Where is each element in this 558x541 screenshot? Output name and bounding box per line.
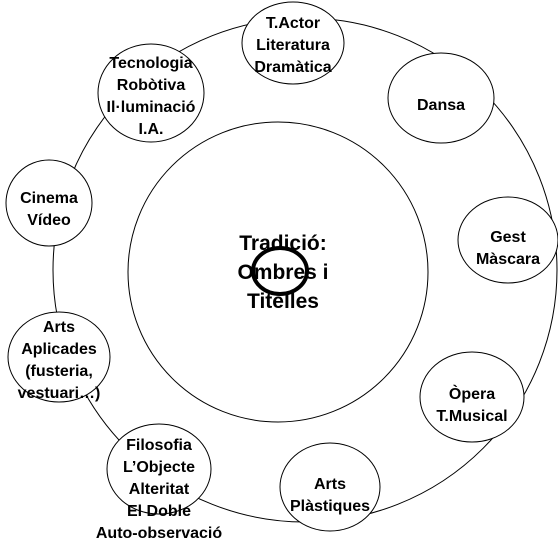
node-cinema-line: Cinema xyxy=(20,190,78,207)
node-dansa-circle xyxy=(387,52,495,144)
node-filosofia-line: Auto-observació xyxy=(96,525,222,541)
node-tecnologia-line: Tecnologia xyxy=(109,55,192,72)
node-arts-aplicades-line: (fusteria, xyxy=(25,363,93,380)
node-tactor-line: Dramàtica xyxy=(254,59,331,76)
node-filosofia-circle xyxy=(106,423,212,515)
node-tactor-line: T.Actor xyxy=(266,15,320,32)
node-cinema-line: Vídeo xyxy=(27,212,71,229)
focus-ring-icon xyxy=(251,246,309,296)
node-tecnologia-line: Robòtiva xyxy=(117,77,186,94)
node-filosofia-line: Filosofia xyxy=(126,437,192,454)
node-dansa-label: Dansa xyxy=(417,97,465,114)
node-tactor-line: Literatura xyxy=(256,37,330,54)
node-gest-line: Gest xyxy=(490,229,526,246)
node-tecnologia-line: Il·luminació xyxy=(107,99,196,116)
node-gest-circle xyxy=(457,196,558,284)
center-label-line: Titelles xyxy=(247,290,319,313)
node-dansa-line: Dansa xyxy=(417,97,465,114)
node-dansa: Dansa xyxy=(387,52,495,144)
node-cinema-circle xyxy=(5,159,93,247)
node-tecnologia-line: I.A. xyxy=(139,121,164,138)
node-arts-plastiques-line: Plàstiques xyxy=(290,498,370,515)
node-gest-line: Màscara xyxy=(476,251,540,268)
node-opera-circle xyxy=(419,351,525,443)
node-tactor-circle xyxy=(241,1,345,85)
node-filosofia-line: L’Objecte xyxy=(123,459,195,476)
node-arts-plastiques-line: Arts xyxy=(314,476,346,493)
node-arts-aplicades-line: Aplicades xyxy=(21,341,97,358)
node-opera-line: T.Musical xyxy=(436,408,507,425)
node-filosofia-line: Alteritat xyxy=(129,481,190,498)
node-arts-aplicades-line: Arts xyxy=(43,319,75,336)
node-arts-aplicades-line: vestuari…) xyxy=(18,385,101,402)
node-arts-plastiques-circle xyxy=(279,442,381,532)
inner-ring xyxy=(127,121,429,423)
node-filosofia-line: El Doble xyxy=(127,503,191,520)
node-tecnologia-circle xyxy=(97,43,205,143)
node-arts-aplicades-circle xyxy=(7,311,111,403)
center-label-line: Tradició: xyxy=(239,232,327,255)
node-opera-line: Òpera xyxy=(449,384,495,403)
